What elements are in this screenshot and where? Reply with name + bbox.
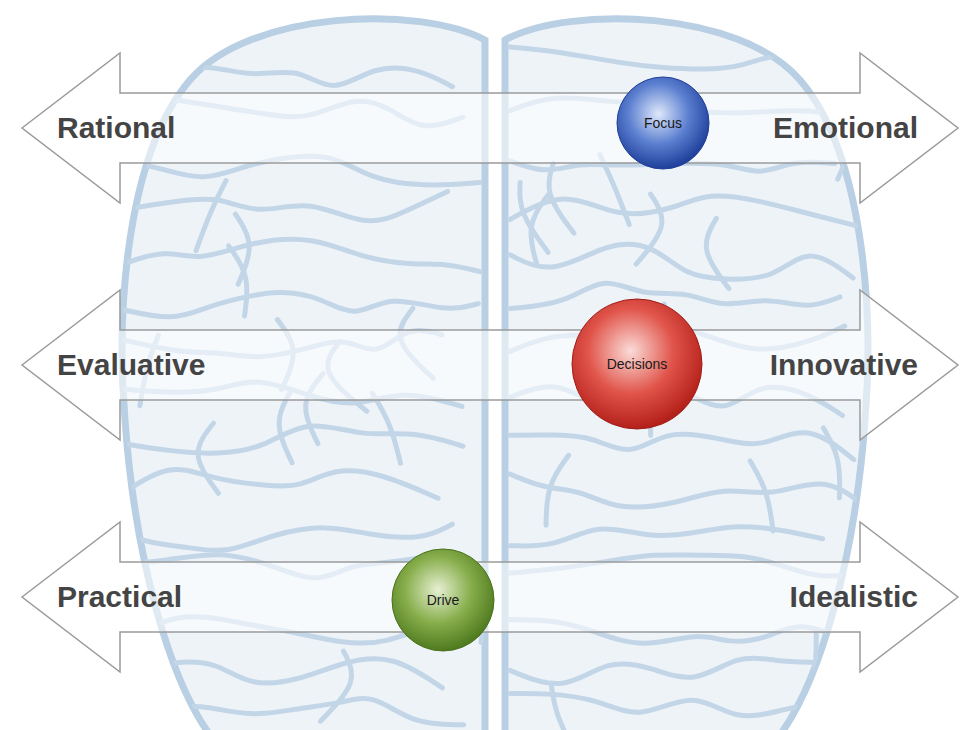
axis-label: Evaluative bbox=[57, 350, 205, 380]
circle-label: Focus bbox=[644, 116, 682, 130]
brain-fold bbox=[320, 651, 351, 721]
brain-fold bbox=[120, 426, 463, 453]
circle-text-holder: Focus bbox=[616, 76, 710, 170]
brain-fold bbox=[120, 470, 438, 499]
trait-circle: Focus bbox=[616, 76, 710, 170]
circle-label: Drive bbox=[427, 593, 460, 607]
brain-fold bbox=[510, 433, 854, 460]
brain-fold bbox=[279, 393, 292, 463]
axis-label: Practical bbox=[57, 582, 182, 612]
axis-label: Idealistic bbox=[790, 582, 918, 612]
axis-label: Rational bbox=[57, 113, 175, 143]
brain-fold bbox=[120, 67, 453, 94]
brain-fold bbox=[812, 630, 816, 700]
brain-fold bbox=[750, 461, 773, 531]
brain-fold bbox=[510, 196, 856, 226]
brain-fold bbox=[120, 699, 464, 725]
brain-fold bbox=[120, 524, 452, 550]
brain-fold bbox=[552, 687, 578, 730]
arrow-outline bbox=[22, 522, 958, 672]
brain-fold bbox=[823, 428, 839, 498]
axis-label: Emotional bbox=[773, 113, 918, 143]
brain-fold bbox=[120, 191, 448, 220]
brain-fold bbox=[120, 659, 442, 688]
brain-fold bbox=[546, 455, 569, 525]
brain-fold bbox=[510, 527, 823, 546]
brain-fold bbox=[510, 47, 857, 69]
brain-fold bbox=[120, 292, 478, 316]
arrow-band: Practical Idealistic Drive bbox=[22, 522, 958, 672]
arrow-outline bbox=[22, 53, 958, 203]
circle-fill bbox=[617, 77, 709, 169]
brain-fold bbox=[531, 195, 548, 265]
brain-fold bbox=[549, 163, 574, 233]
brain-fold bbox=[510, 244, 853, 279]
circle-label: Decisions bbox=[607, 357, 668, 371]
arrow-outline bbox=[22, 290, 958, 440]
trait-circle: Decisions bbox=[571, 298, 703, 430]
brain-fold bbox=[510, 474, 868, 509]
arrow-band: Rational Emotional Focus bbox=[22, 53, 958, 203]
brain-fold bbox=[198, 423, 218, 493]
circle-text-holder: Drive bbox=[391, 548, 495, 652]
brain-fold bbox=[372, 393, 400, 463]
circle-fill bbox=[572, 299, 702, 429]
brain-fold bbox=[600, 155, 629, 225]
brain-fold bbox=[510, 283, 840, 308]
circle-fill bbox=[392, 549, 494, 651]
circle-text-holder: Decisions bbox=[571, 298, 703, 430]
brain-fold bbox=[636, 194, 662, 264]
trait-circle: Drive bbox=[391, 548, 495, 652]
brain-fold bbox=[120, 239, 480, 271]
axis-label: Innovative bbox=[770, 350, 918, 380]
brain-fold bbox=[235, 214, 249, 284]
brain-fold bbox=[196, 181, 226, 251]
arrow-band: Evaluative Innovative Decisions bbox=[22, 290, 958, 440]
brain-fold bbox=[510, 658, 817, 683]
brain-fold bbox=[706, 218, 729, 288]
